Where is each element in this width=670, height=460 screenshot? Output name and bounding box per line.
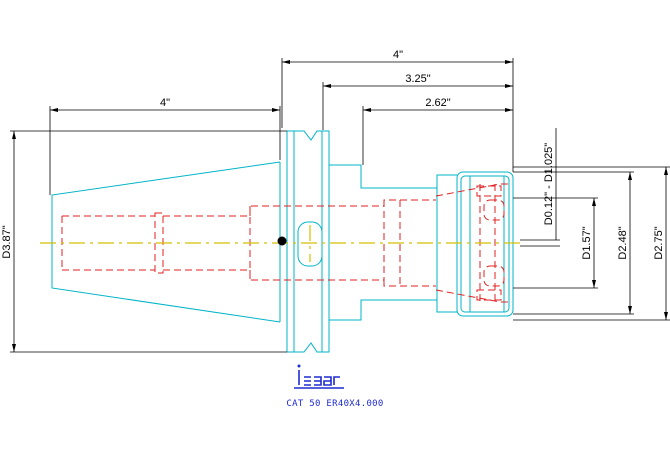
dim-shank-length: 4" (160, 97, 170, 109)
dimension-lines (10, 58, 670, 353)
dim-flange-diameter: D3.87" (1, 225, 13, 258)
tool-outline (51, 130, 514, 353)
dim-nut-length: 2.62" (425, 97, 450, 109)
logo-dot (297, 364, 301, 368)
dim-body-diameter: D2.75" (653, 226, 665, 259)
dim-overall-length: 4" (393, 49, 403, 61)
dim-nut-diameter: D2.48" (617, 226, 629, 259)
iscar-logo (294, 370, 344, 389)
center-mark (277, 236, 287, 246)
arrowheads (12, 60, 668, 352)
dim-mid-length: 3.25" (405, 73, 430, 85)
dim-bore-diameter: D1.57" (581, 226, 593, 259)
part-caption: CAT 50 ER40X4.000 (286, 399, 384, 409)
dim-clamp-range: D0.12" - D1.025" (543, 143, 555, 226)
